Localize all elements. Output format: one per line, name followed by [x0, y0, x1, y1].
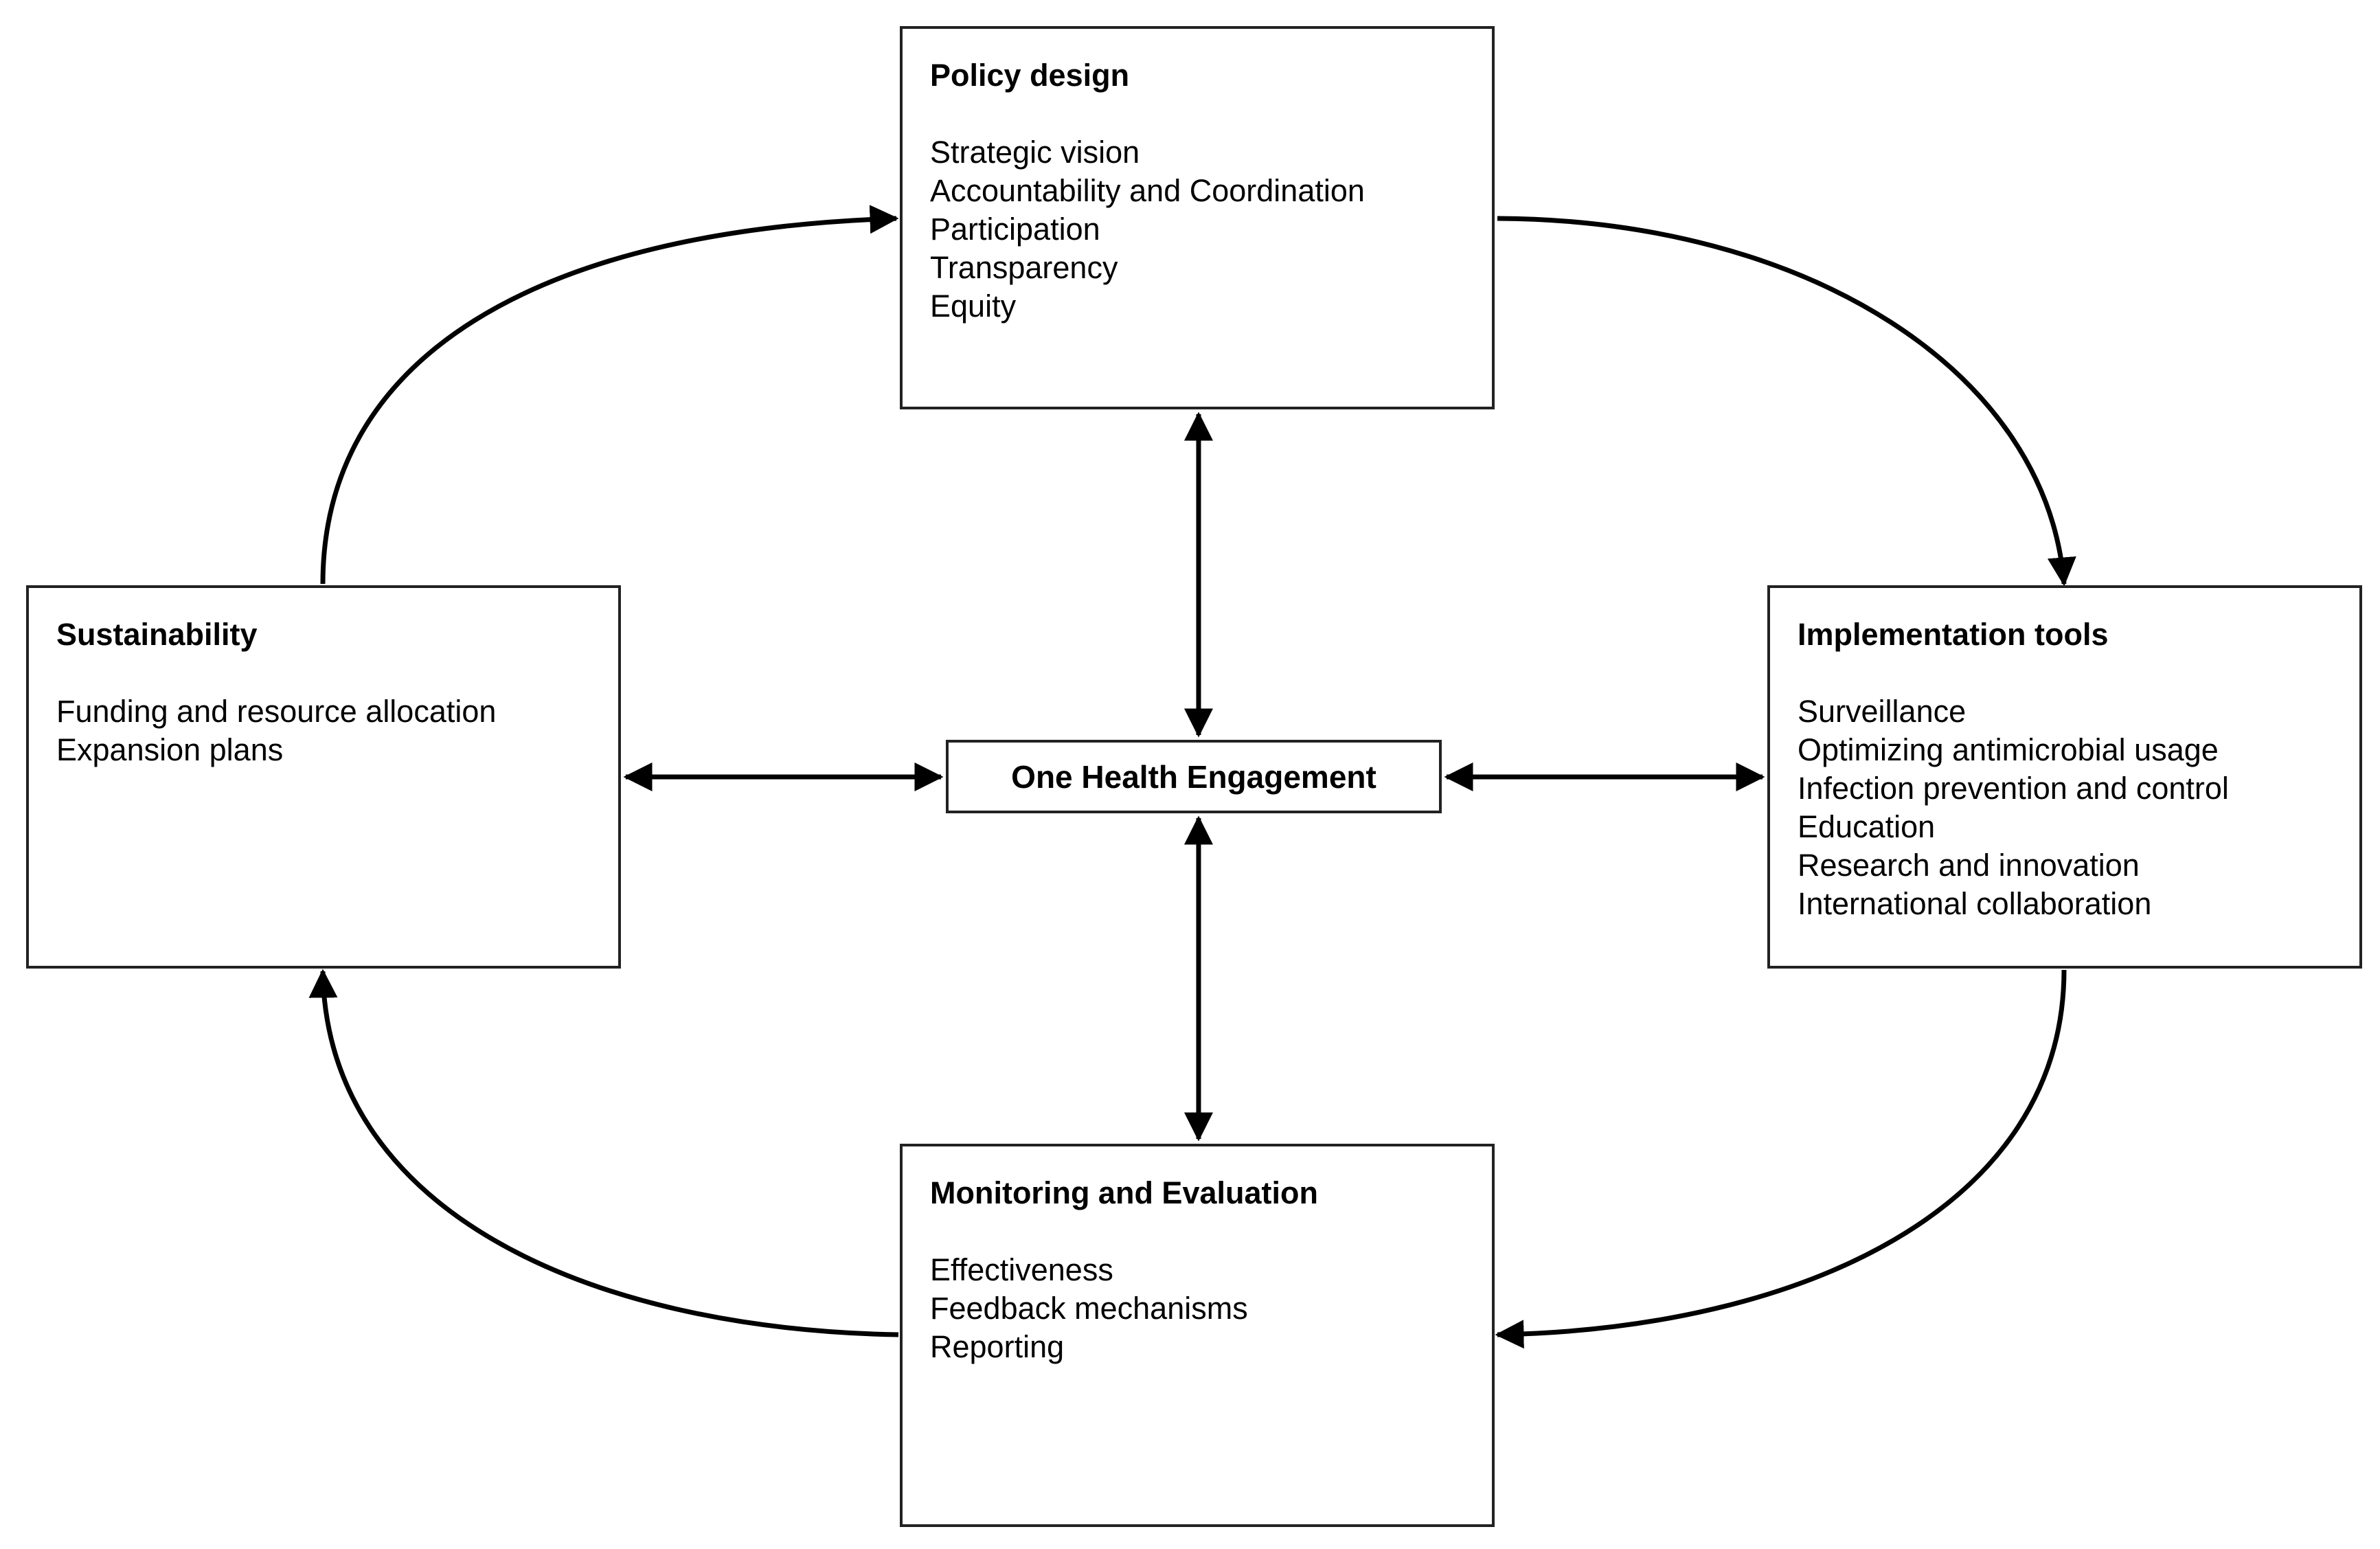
list-item: Accountability and Coordination [930, 173, 1365, 208]
policy-design-title: Policy design [930, 58, 1130, 93]
list-item: Infection prevention and control [1798, 771, 2229, 806]
list-item: Surveillance [1798, 694, 1967, 729]
list-item: Expansion plans [56, 732, 284, 767]
one-health-engagement-box: One Health Engagement [946, 740, 1442, 813]
list-item: International collaboration [1798, 886, 2152, 921]
arrow-monitoring-to-sustainability [308, 969, 899, 1337]
list-item: Transparency [930, 250, 1118, 285]
list-item: Research and innovation [1798, 848, 2140, 883]
sustainability-title: Sustainability [56, 617, 258, 652]
monitoring-evaluation-list: Effectiveness Feedback mechanisms Report… [930, 1251, 1492, 1366]
monitoring-evaluation-title: Monitoring and Evaluation [930, 1175, 1318, 1210]
list-item: Funding and resource allocation [56, 694, 497, 729]
list-item: Equity [930, 289, 1017, 324]
implementation-tools-box: Implementation tools Surveillance Optimi… [1767, 585, 2362, 969]
list-item: Feedback mechanisms [930, 1291, 1248, 1326]
sustainability-box: Sustainability Funding and resource allo… [26, 585, 621, 969]
policy-design-box: Policy design Strategic vision Accountab… [900, 26, 1495, 409]
implementation-tools-list: Surveillance Optimizing antimicrobial us… [1798, 692, 2359, 923]
one-health-engagement-title: One Health Engagement [1011, 758, 1376, 795]
list-item: Optimizing antimicrobial usage [1798, 732, 2219, 767]
list-item: Strategic vision [930, 135, 1140, 170]
arrow-implementation-to-monitoring [1495, 969, 2067, 1349]
policy-design-list: Strategic vision Accountability and Coor… [930, 133, 1492, 326]
list-item: Effectiveness [930, 1252, 1113, 1287]
arrow-policy-to-implementation [1497, 216, 2076, 587]
arrow-sustainability-to-policy [320, 205, 899, 585]
list-item: Education [1798, 809, 1936, 844]
list-item: Participation [930, 212, 1100, 247]
monitoring-evaluation-box: Monitoring and Evaluation Effectiveness … [900, 1144, 1495, 1527]
list-item: Reporting [930, 1329, 1065, 1364]
implementation-tools-title: Implementation tools [1798, 617, 2109, 652]
sustainability-list: Funding and resource allocation Expansio… [56, 692, 618, 769]
